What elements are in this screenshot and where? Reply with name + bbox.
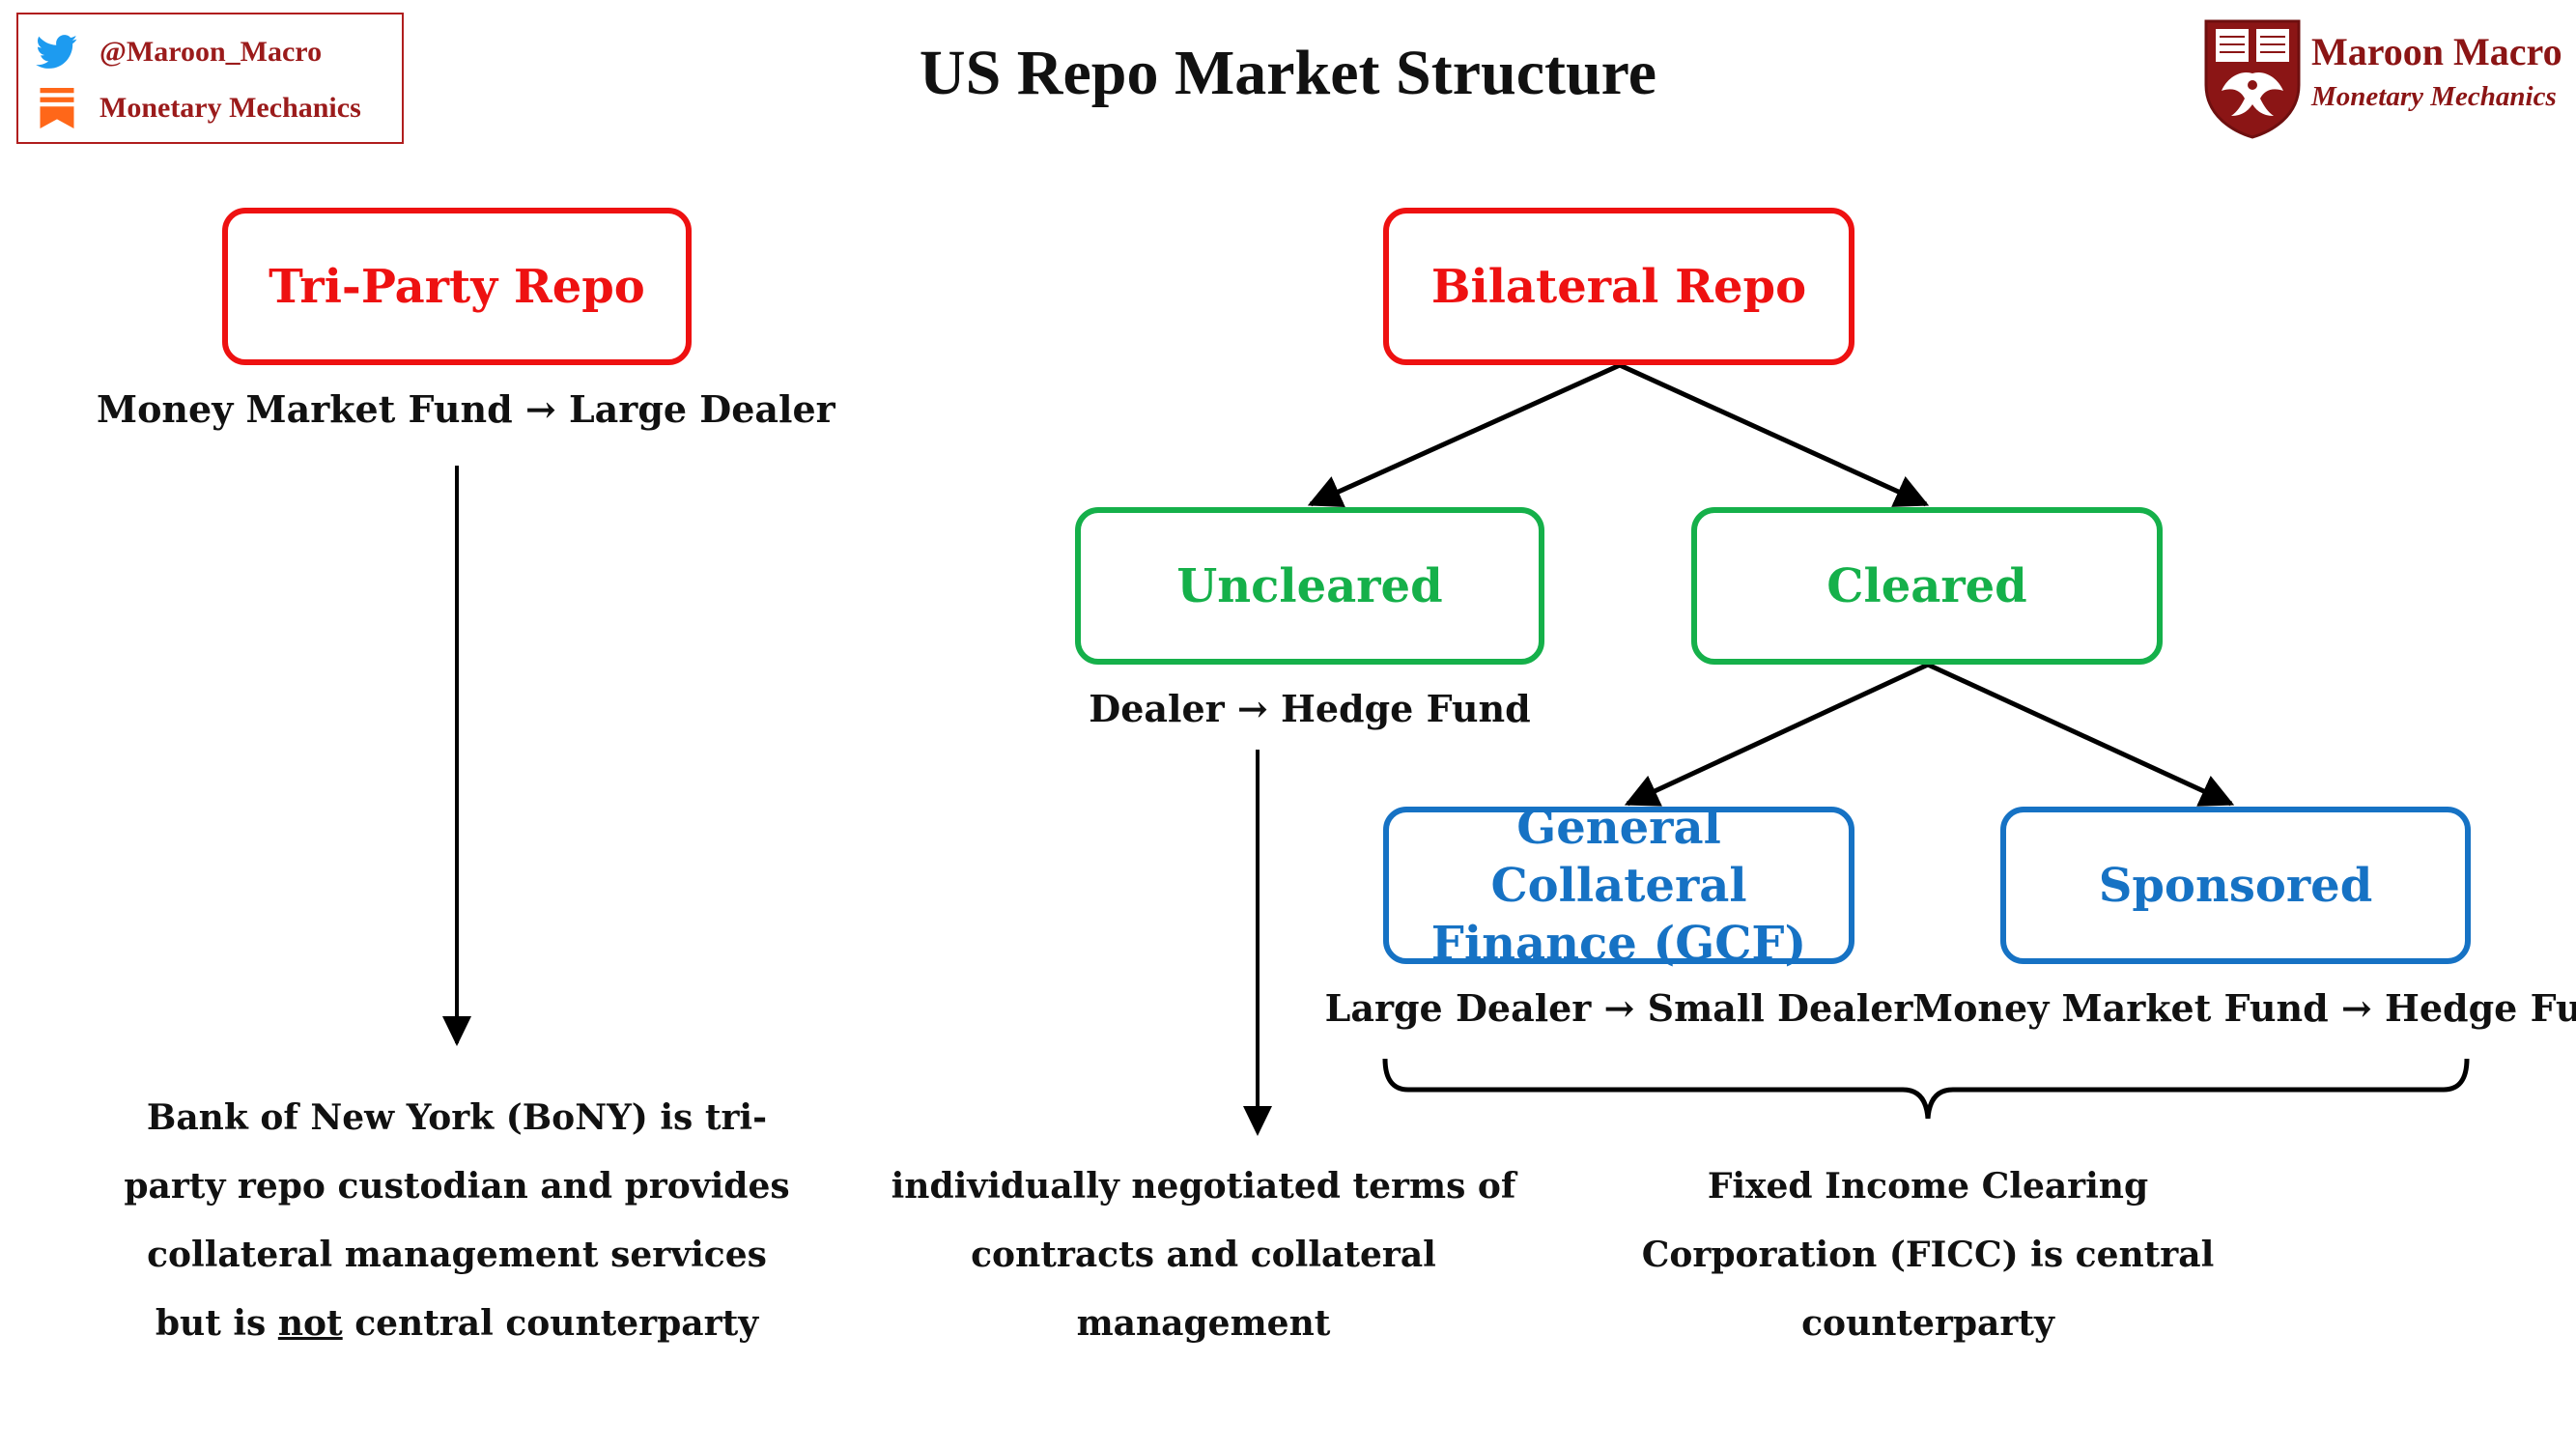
triparty-note: Bank of New York (BoNY) is tri-party rep…: [116, 1084, 798, 1358]
sponsored-box: Sponsored: [2000, 807, 2471, 964]
brand-name: Maroon Macro: [2311, 30, 2562, 73]
cleared-label: Cleared: [1826, 558, 2027, 613]
twitter-row[interactable]: @Maroon_Macro: [36, 34, 322, 71]
triparty-repo-label: Tri-Party Repo: [269, 259, 645, 314]
substack-name: Monetary Mechanics: [99, 92, 361, 124]
gcf-label-line2: Finance (GCF): [1430, 916, 1807, 971]
gcf-flow: Large Dealer → Small Dealer: [1324, 986, 1913, 1030]
triparty-note-text: Bank of New York (BoNY) is tri-party rep…: [124, 1097, 790, 1344]
uncleared-box: Uncleared: [1075, 507, 1544, 665]
page-title: US Repo Market Structure: [919, 38, 1657, 108]
cleared-to-gcf: [1624, 662, 1930, 807]
crest-logo: [2202, 17, 2303, 139]
triparty-note-tail: central counterparty: [342, 1303, 759, 1344]
brand-subtitle: Monetary Mechanics: [2311, 81, 2557, 112]
bilateral-to-cleared: [1618, 362, 1930, 507]
bilateral-repo-label: Bilateral Repo: [1430, 259, 1807, 314]
uncleared-note: individually negotiated terms of contrac…: [891, 1166, 1516, 1344]
uncleared-flow: Dealer → Hedge Fund: [1089, 687, 1531, 730]
uncleared-arrowhead: [1243, 1106, 1272, 1136]
sponsored-label: Sponsored: [2098, 858, 2373, 913]
cleared-box: Cleared: [1691, 507, 2163, 665]
gcf-label-line1: General Collateral: [1490, 800, 1747, 913]
triparty-repo-box: Tri-Party Repo: [222, 208, 692, 365]
triparty-flow: Money Market Fund → Large Dealer: [97, 387, 835, 431]
bilateral-repo-box: Bilateral Repo: [1383, 208, 1854, 365]
substack-icon: [36, 88, 78, 128]
twitter-bird-icon: [36, 34, 78, 71]
uncleared-label: Uncleared: [1176, 558, 1443, 613]
twitter-handle: @Maroon_Macro: [99, 36, 323, 68]
social-links-box: @Maroon_Macro Monetary Mechanics: [16, 13, 404, 144]
triparty-arrowhead: [442, 1016, 471, 1046]
triparty-note-emphasis: not: [277, 1303, 343, 1344]
gcf-box: General Collateral Finance (GCF): [1383, 801, 1854, 971]
sponsored-flow: Money Market Fund → Hedge Fund: [1912, 986, 2576, 1030]
ficc-brace: [1382, 1058, 2470, 1120]
cleared-to-sponsored: [1926, 662, 2235, 807]
bilateral-to-uncleared: [1307, 362, 1622, 508]
substack-row[interactable]: Monetary Mechanics: [36, 88, 361, 128]
ficc-note: Fixed Income Clearing Corporation (FICC)…: [1641, 1166, 2215, 1344]
